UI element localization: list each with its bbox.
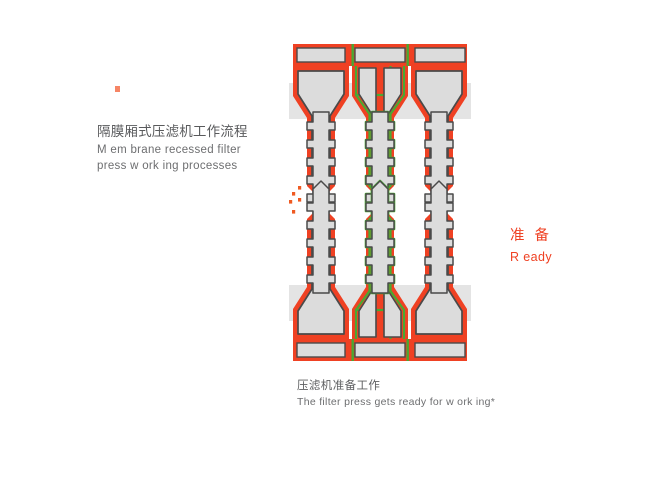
filtrate-droplets <box>289 186 302 214</box>
caption-cn: 压滤机准备工作 <box>297 380 381 392</box>
plate-left-upper <box>293 66 349 225</box>
status-label-en: R eady <box>510 250 553 265</box>
lower-manifold-cell-center <box>354 342 406 358</box>
lower-membrane-stripe-a <box>351 339 354 361</box>
plate-center-lower <box>352 179 408 339</box>
upper-manifold-cell-left <box>296 47 346 63</box>
filter-press-svg <box>289 44 471 361</box>
lower-manifold-cell-left <box>296 342 346 358</box>
upper-half <box>293 44 467 226</box>
page-title: 隔膜厢式压滤机工作流程 M em brane recessed filter p… <box>97 123 297 174</box>
lower-membrane-stripe-b <box>406 339 409 361</box>
lower-manifold-cell-right <box>414 342 466 358</box>
caption-en: The filter press gets ready for w ork in… <box>297 396 496 409</box>
status-label-cn: 准 备 <box>510 228 553 244</box>
upper-manifold-cell-center <box>354 47 406 63</box>
status-badge: 准 备 R eady <box>510 226 552 266</box>
upper-membrane-stripe-a <box>351 44 354 66</box>
upper-manifold-cell-right <box>414 47 466 63</box>
plate-right-upper <box>411 66 467 225</box>
page-title-en-line1: M em brane recessed filter <box>97 144 241 157</box>
filter-press-diagram <box>285 40 475 365</box>
small-orange-marker <box>115 86 120 92</box>
page-title-en-line2: press w ork ing processes <box>97 159 238 172</box>
upper-membrane-stripe-b <box>406 44 409 66</box>
plate-right-lower <box>411 180 467 339</box>
lower-half <box>293 179 467 361</box>
page-title-cn: 隔膜厢式压滤机工作流程 <box>97 124 248 139</box>
caption: 压滤机准备工作 The filter press gets ready for … <box>297 378 495 411</box>
plate-left-lower <box>293 180 349 339</box>
